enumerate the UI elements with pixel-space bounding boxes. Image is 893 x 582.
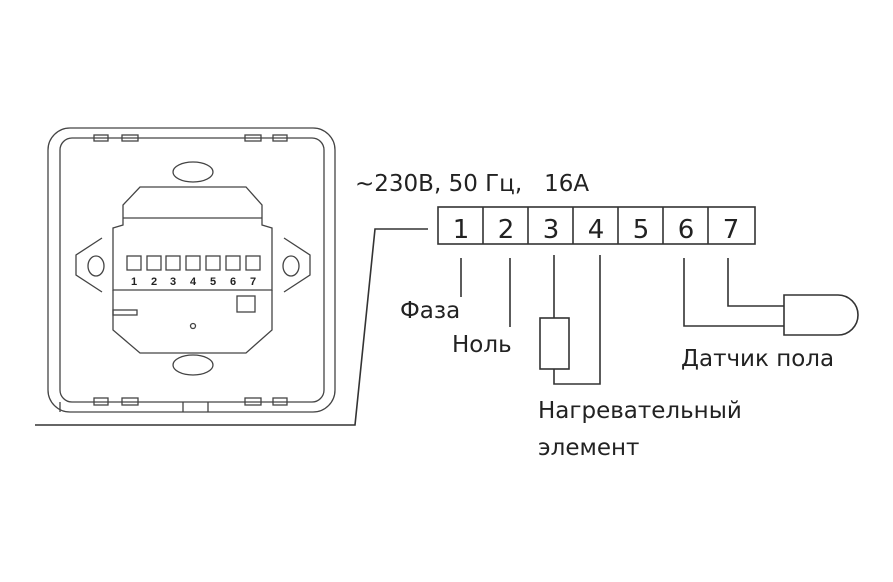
leader-line [35, 228, 428, 426]
device-terminal-number: 7 [250, 276, 256, 288]
heating-element-wire [553, 255, 601, 385]
terminal-1: 1 [453, 215, 470, 245]
heating-element-label-line2: элемент [538, 435, 639, 461]
device-terminal-block: 1 2 3 4 5 6 7 [126, 255, 261, 288]
device-terminal-number: 5 [210, 276, 216, 288]
device-terminal-number: 1 [131, 276, 137, 288]
heating-element-label-line1: Нагревательный [538, 398, 742, 424]
supply-rating-label: ~230В, 50 Гц, 16А [355, 171, 589, 197]
terminal-4: 4 [588, 215, 605, 245]
terminal-7: 7 [723, 215, 740, 245]
terminal-2: 2 [498, 215, 515, 245]
terminal-5: 5 [633, 215, 650, 245]
sensor-connector [236, 295, 256, 313]
device-terminal-number: 6 [230, 276, 236, 288]
terminal-3: 3 [543, 215, 560, 245]
thermostat-back-view: 1 2 3 4 5 6 7 [47, 127, 336, 413]
terminal-strip: 1 2 3 4 5 6 7 [437, 206, 756, 245]
sensor-wires [683, 258, 784, 327]
phase-label: Фаза [400, 298, 460, 324]
device-terminal-number: 2 [151, 276, 157, 288]
device-terminal-number: 4 [190, 276, 197, 288]
heating-element-resistor [539, 317, 570, 370]
terminal-6: 6 [678, 215, 695, 245]
floor-sensor-probe [783, 294, 859, 336]
neutral-label: Ноль [452, 332, 512, 358]
floor-sensor-label: Датчик пола [681, 346, 834, 372]
device-terminal-number: 3 [170, 276, 176, 288]
